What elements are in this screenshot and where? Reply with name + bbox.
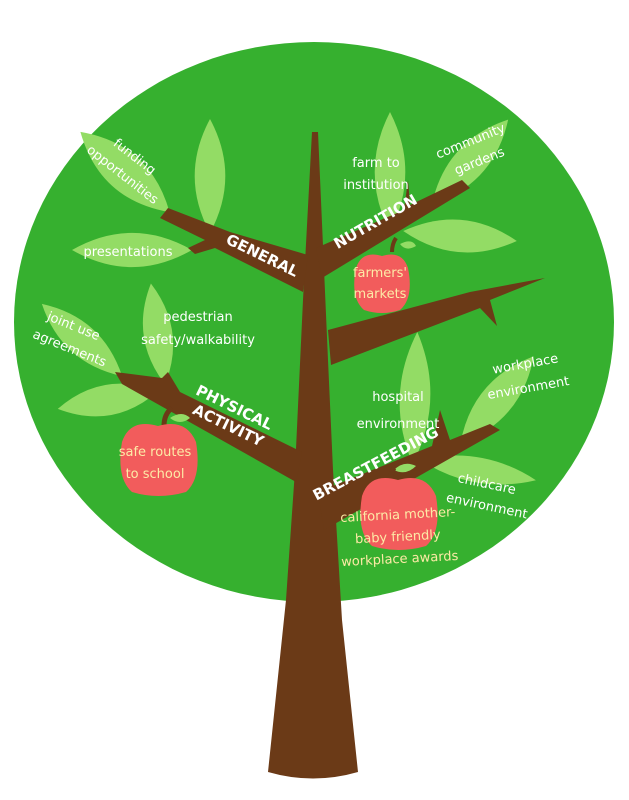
label-baby-friendly: baby friendly xyxy=(355,528,442,547)
label-workplace-awards: workplace awards xyxy=(341,549,459,570)
branch-right xyxy=(328,278,545,365)
apple-farmers-markets xyxy=(354,236,416,313)
label-safety-walkability: safety/walkability xyxy=(141,333,255,348)
branch-general xyxy=(160,208,308,292)
apple-mother-baby xyxy=(360,463,438,550)
label-markets: markets xyxy=(354,287,407,302)
label-to-school: to school xyxy=(126,467,185,482)
label-pedestrian: pedestrian xyxy=(163,310,233,325)
label-hospital: hospital xyxy=(372,390,424,405)
label-farmers: farmers' xyxy=(353,266,407,281)
label-safe-routes: safe routes xyxy=(119,445,192,460)
label-institution: institution xyxy=(343,178,409,193)
branch-nutrition xyxy=(316,180,470,278)
branch-physical-activity xyxy=(115,372,302,482)
trunk xyxy=(268,132,358,779)
label-hospital-environment: environment xyxy=(357,417,440,432)
label-farm-to: farm to xyxy=(352,156,400,171)
label-california-mother: california mother- xyxy=(340,505,456,526)
label-presentations: presentations xyxy=(83,245,172,260)
apple-safe-routes xyxy=(120,406,198,496)
